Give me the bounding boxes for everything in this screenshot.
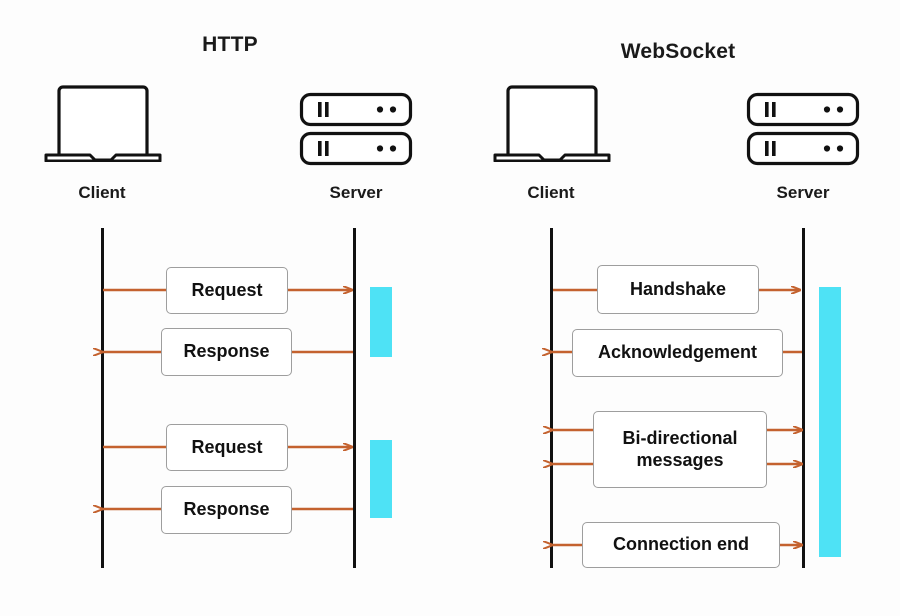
activation-bar-http-2 — [370, 440, 392, 518]
lifeline-http-client — [101, 228, 104, 568]
lifeline-ws-server — [802, 228, 805, 568]
laptop-icon — [44, 82, 162, 167]
message-box-bidirectional[interactable]: Bi-directional messages — [593, 411, 767, 488]
message-box-bidirectional-line-2: messages — [636, 449, 724, 470]
message-box-response-1[interactable]: Response — [161, 328, 292, 376]
message-box-connection-end[interactable]: Connection end — [582, 522, 780, 568]
server-rack-icon — [299, 92, 413, 171]
message-box-bidirectional-line-1: Bi-directional — [622, 428, 738, 449]
actor-label-http-server: Server — [329, 183, 383, 202]
activation-bar-http-1 — [370, 287, 392, 357]
actor-label-http-client: Client — [78, 183, 126, 202]
actor-label-ws-client: Client — [527, 183, 575, 202]
diagram-title-websocket: WebSocket — [620, 40, 736, 63]
message-box-handshake[interactable]: Handshake — [597, 265, 759, 314]
laptop-icon — [493, 82, 611, 167]
message-box-acknowledgement[interactable]: Acknowledgement — [572, 329, 783, 377]
activation-bar-ws-1 — [819, 287, 841, 557]
message-box-request-1[interactable]: Request — [166, 267, 288, 314]
lifeline-http-server — [353, 228, 356, 568]
message-box-response-2[interactable]: Response — [161, 486, 292, 534]
actor-label-ws-server: Server — [776, 183, 830, 202]
diagram-title-http: HTTP — [202, 33, 258, 56]
lifeline-ws-client — [550, 228, 553, 568]
message-box-request-2[interactable]: Request — [166, 424, 288, 471]
server-rack-icon — [746, 92, 860, 171]
